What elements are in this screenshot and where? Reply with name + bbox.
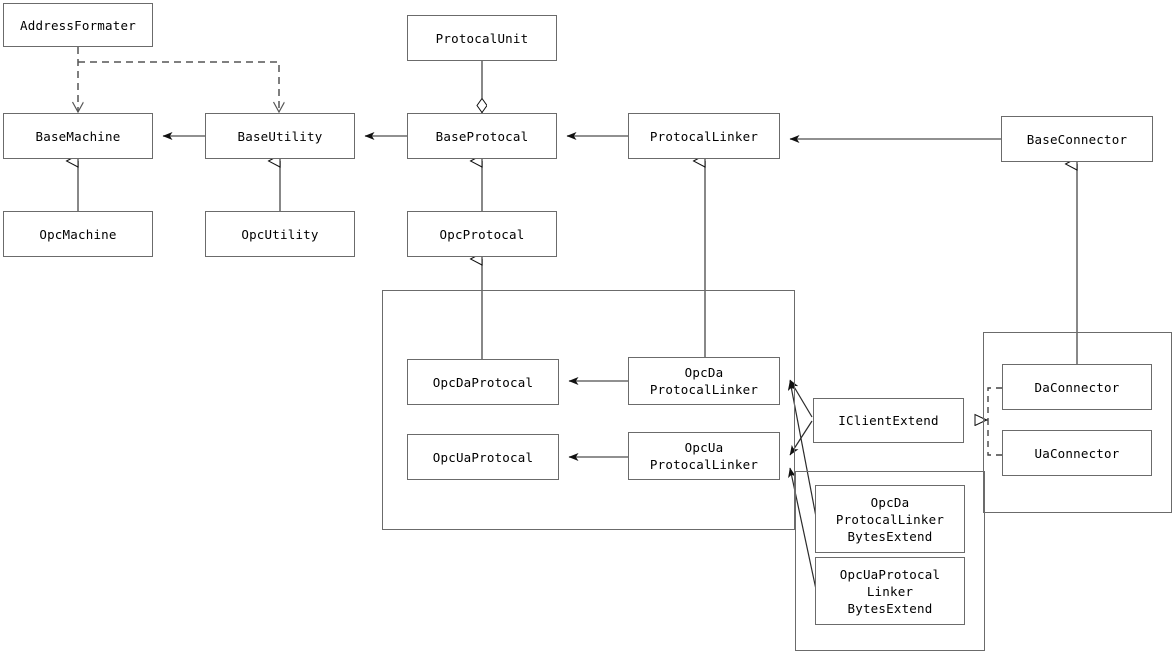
class-box-opc-protocal[interactable]: OpcProtocal: [407, 211, 557, 257]
class-box-opc-da-protocal[interactable]: OpcDaProtocal: [407, 359, 559, 405]
class-box-iclient-extend[interactable]: IClientExtend: [813, 398, 964, 443]
class-box-ua-connector[interactable]: UaConnector: [1002, 430, 1152, 476]
class-box-opc-da-protocal-linker[interactable]: OpcDa ProtocalLinker: [628, 357, 780, 405]
class-box-opc-da-protocal-linker-bytes-extend[interactable]: OpcDa ProtocalLinker BytesExtend: [815, 485, 965, 553]
class-box-opc-ua-protocal[interactable]: OpcUaProtocal: [407, 434, 559, 480]
class-box-opc-ua-protocal-linker[interactable]: OpcUa ProtocalLinker: [628, 432, 780, 480]
class-box-opc-ua-protocal-linker-bytes-extend[interactable]: OpcUaProtocal Linker BytesExtend: [815, 557, 965, 625]
class-box-base-utility[interactable]: BaseUtility: [205, 113, 355, 159]
class-box-base-machine[interactable]: BaseMachine: [3, 113, 153, 159]
class-box-da-connector[interactable]: DaConnector: [1002, 364, 1152, 410]
connector-group: [983, 332, 1172, 513]
class-box-base-protocal[interactable]: BaseProtocal: [407, 113, 557, 159]
class-box-opc-utility[interactable]: OpcUtility: [205, 211, 355, 257]
protocal-linker-group: [382, 290, 795, 530]
edge-address-formater-depends-base-utility: [78, 61, 279, 112]
class-box-base-connector[interactable]: BaseConnector: [1001, 116, 1153, 162]
class-box-protocal-unit[interactable]: ProtocalUnit: [407, 15, 557, 61]
class-box-address-formater[interactable]: AddressFormater: [3, 3, 153, 47]
class-box-opc-machine[interactable]: OpcMachine: [3, 211, 153, 257]
class-box-protocal-linker[interactable]: ProtocalLinker: [628, 113, 780, 159]
